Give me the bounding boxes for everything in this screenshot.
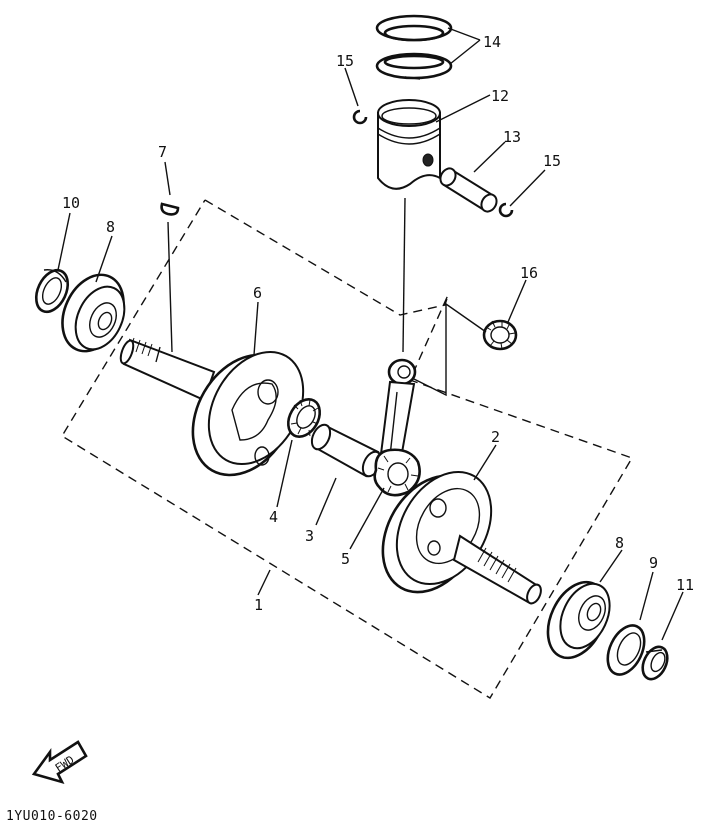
main-bearing-left	[61, 273, 126, 353]
label-part-12: 12	[491, 87, 509, 105]
label-part-1: 1	[254, 596, 263, 614]
oil-seal-left	[34, 268, 70, 314]
fwd-direction-arrow: FWD	[31, 740, 88, 785]
label-part-14: 14	[483, 33, 501, 51]
piston	[377, 99, 441, 190]
label-part-7: 7	[158, 143, 167, 161]
label-part-13: 13	[503, 128, 521, 146]
label-part-2: 2	[491, 428, 500, 446]
label-part-3: 3	[305, 527, 314, 545]
small-end-bearing	[482, 319, 518, 351]
pin-alignment-line	[402, 197, 406, 353]
label-part-6: 6	[253, 284, 262, 302]
label-part-15-right: 15	[543, 152, 561, 170]
piston-rings	[375, 14, 453, 80]
crank-half-left	[119, 337, 305, 477]
connecting-rod	[373, 358, 421, 497]
label-part-8-right: 8	[615, 534, 624, 552]
piston-pin	[439, 167, 498, 213]
big-end-bearing	[286, 398, 322, 438]
label-part-15-left: 15	[336, 52, 354, 70]
label-part-11: 11	[676, 576, 694, 594]
key-alignment-line	[167, 221, 173, 353]
collar-spacer	[641, 645, 669, 681]
leader-lines	[57, 27, 684, 641]
circlip-left	[352, 109, 368, 125]
label-part-16: 16	[520, 264, 538, 282]
drawing-code: 1YU010-6020	[6, 809, 98, 824]
bearing-alignment-line	[411, 302, 487, 397]
crank-half-right	[381, 470, 542, 605]
crank-pin	[310, 423, 383, 478]
oil-seal-right	[606, 624, 646, 676]
label-part-5: 5	[341, 550, 350, 568]
label-part-10: 10	[62, 194, 80, 212]
label-part-4: 4	[269, 508, 278, 526]
woodruff-key	[160, 202, 180, 216]
label-part-9: 9	[649, 554, 658, 572]
circlip-right	[498, 202, 514, 218]
main-bearing-right	[546, 580, 611, 660]
label-part-8-left: 8	[106, 218, 115, 236]
